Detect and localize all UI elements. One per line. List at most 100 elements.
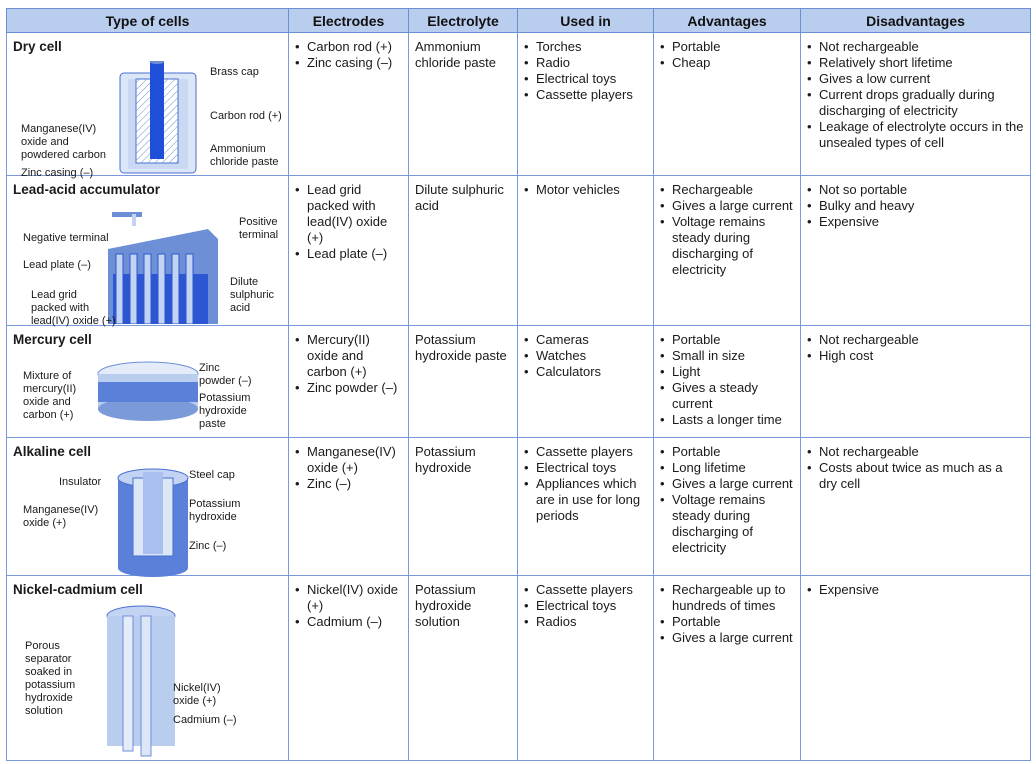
disadvantage-item: Bulky and heavy xyxy=(807,198,1024,214)
use-list: Cassette playersElectrical toysAppliance… xyxy=(524,444,647,524)
use-list: Cassette playersElectrical toysRadios xyxy=(524,582,647,630)
cell-electrolyte: Potassium hydroxide xyxy=(408,437,518,576)
diagram-label: Carbon rod (+) xyxy=(210,110,282,122)
electrode-item: Cadmium (–) xyxy=(295,614,402,630)
cell-used-in: Cassette playersElectrical toysRadios xyxy=(517,575,654,761)
cell-used-in: Motor vehicles xyxy=(517,175,654,326)
electrolyte-text: Potassium hydroxide solution xyxy=(415,582,476,629)
diagram-label: Brass cap xyxy=(210,66,259,78)
use-item: Cassette players xyxy=(524,582,647,598)
diagram-label: Cadmium (–) xyxy=(173,714,237,726)
diagram-label: Potassium hydroxide paste xyxy=(199,392,251,430)
electrode-list: Manganese(IV) oxide (+)Zinc (–) xyxy=(295,444,402,492)
use-item: Electrical toys xyxy=(524,460,647,476)
use-item: Watches xyxy=(524,348,647,364)
diagram-label: Positive terminal xyxy=(239,216,279,241)
use-item: Cassette players xyxy=(524,444,647,460)
electrode-item: Zinc powder (–) xyxy=(295,380,402,396)
diagram-label: Zinc (–) xyxy=(189,540,227,552)
advantage-list: PortableSmall in sizeLightGives a steady… xyxy=(660,332,794,428)
cell-advantages: RechargeableGives a large currentVoltage… xyxy=(653,175,801,326)
electrode-item: Mercury(II) oxide and carbon (+) xyxy=(295,332,402,380)
electrode-list: Nickel(IV) oxide (+)Cadmium (–) xyxy=(295,582,402,630)
cell-disadvantages: Not rechargeableHigh cost xyxy=(800,325,1031,438)
nickel-cadmium-diagram xyxy=(106,605,176,757)
battery-cells-table: Type of cells Electrodes Electrolyte Use… xyxy=(6,8,1031,761)
disadvantage-item: Not rechargeable xyxy=(807,444,1024,460)
diagram-label: Dilute sulphuric acid xyxy=(230,276,275,314)
cell-used-in: CamerasWatchesCalculators xyxy=(517,325,654,438)
electrode-list: Lead grid packed with lead(IV) oxide (+)… xyxy=(295,182,402,262)
use-list: CamerasWatchesCalculators xyxy=(524,332,647,380)
electrode-list: Mercury(II) oxide and carbon (+)Zinc pow… xyxy=(295,332,402,396)
diagram-label: Porous separator soaked in potassium hyd… xyxy=(25,640,76,717)
electrode-item: Zinc (–) xyxy=(295,476,402,492)
header-used-in: Used in xyxy=(517,8,654,33)
disadvantage-list: Not so portableBulky and heavyExpensive xyxy=(807,182,1024,230)
cell-electrolyte: Potassium hydroxide paste xyxy=(408,325,518,438)
electrolyte-text: Ammonium chloride paste xyxy=(415,39,496,70)
electrode-item: Carbon rod (+) xyxy=(295,39,402,55)
diagram-label: Negative terminal xyxy=(23,232,109,244)
use-item: Calculators xyxy=(524,364,647,380)
disadvantage-item: Relatively short lifetime xyxy=(807,55,1024,71)
cell-electrodes: Carbon rod (+)Zinc casing (–) xyxy=(288,32,409,176)
cell-type-title: Nickel-cadmium cell xyxy=(13,582,143,597)
disadvantage-list: Not rechargeableHigh cost xyxy=(807,332,1024,364)
use-item: Cameras xyxy=(524,332,647,348)
electrode-item: Nickel(IV) oxide (+) xyxy=(295,582,402,614)
advantage-item: Voltage remains steady during dischargin… xyxy=(660,214,794,278)
cell-electrolyte: Potassium hydroxide solution xyxy=(408,575,518,761)
electrode-item: Manganese(IV) oxide (+) xyxy=(295,444,402,476)
advantage-item: Gives a large current xyxy=(660,198,794,214)
use-item: Radio xyxy=(524,55,647,71)
diagram-label: Nickel(IV) oxide (+) xyxy=(173,682,221,707)
advantage-item: Lasts a longer time xyxy=(660,412,794,428)
cell-electrodes: Mercury(II) oxide and carbon (+)Zinc pow… xyxy=(288,325,409,438)
cell-used-in: TorchesRadioElectrical toysCassette play… xyxy=(517,32,654,176)
electrolyte-text: Potassium hydroxide xyxy=(415,444,476,475)
cell-type-title: Lead-acid accumulator xyxy=(13,182,161,197)
diagram-label: Potassium hydroxide xyxy=(189,498,241,523)
diagram-label: Lead plate (–) xyxy=(23,259,91,271)
diagram-label: Lead grid packed with lead(IV) oxide (+) xyxy=(31,289,116,327)
electrolyte-text: Dilute sulphuric acid xyxy=(415,182,504,213)
cell-electrolyte: Dilute sulphuric acid xyxy=(408,175,518,326)
use-item: Electrical toys xyxy=(524,71,647,87)
advantage-item: Gives a large current xyxy=(660,630,794,646)
advantage-item: Cheap xyxy=(660,55,794,71)
use-item: Cassette players xyxy=(524,87,647,103)
mercury-cell-diagram xyxy=(97,361,199,421)
electrode-item: Lead plate (–) xyxy=(295,246,402,262)
use-list: TorchesRadioElectrical toysCassette play… xyxy=(524,39,647,103)
advantage-item: Gives a steady current xyxy=(660,380,794,412)
disadvantage-item: Leakage of electrolyte occurs in the uns… xyxy=(807,119,1024,151)
cell-used-in: Cassette playersElectrical toysAppliance… xyxy=(517,437,654,576)
diagram-label: Mixture of mercury(II) oxide and carbon … xyxy=(23,370,77,421)
diagram-label: Zinc casing (–) xyxy=(21,167,94,179)
use-item: Appliances which are in use for long per… xyxy=(524,476,647,524)
electrode-list: Carbon rod (+)Zinc casing (–) xyxy=(295,39,402,71)
advantage-item: Long lifetime xyxy=(660,460,794,476)
disadvantage-item: Current drops gradually during dischargi… xyxy=(807,87,1024,119)
advantage-item: Rechargeable up to hundreds of times xyxy=(660,582,794,614)
disadvantage-list: Not rechargeableCosts about twice as muc… xyxy=(807,444,1024,492)
diagram-label: Manganese(IV) oxide (+) xyxy=(23,504,99,529)
cell-electrodes: Manganese(IV) oxide (+)Zinc (–) xyxy=(288,437,409,576)
disadvantage-item: Not rechargeable xyxy=(807,332,1024,348)
dry-cell-diagram xyxy=(119,61,197,174)
advantage-item: Voltage remains steady during dischargin… xyxy=(660,492,794,556)
disadvantage-item: Expensive xyxy=(807,582,1024,598)
cell-electrodes: Lead grid packed with lead(IV) oxide (+)… xyxy=(288,175,409,326)
header-electrodes: Electrodes xyxy=(288,8,409,33)
cell-advantages: Rechargeable up to hundreds of timesPort… xyxy=(653,575,801,761)
disadvantage-list: Expensive xyxy=(807,582,1024,598)
advantage-list: RechargeableGives a large currentVoltage… xyxy=(660,182,794,278)
cell-advantages: PortableLong lifetimeGives a large curre… xyxy=(653,437,801,576)
